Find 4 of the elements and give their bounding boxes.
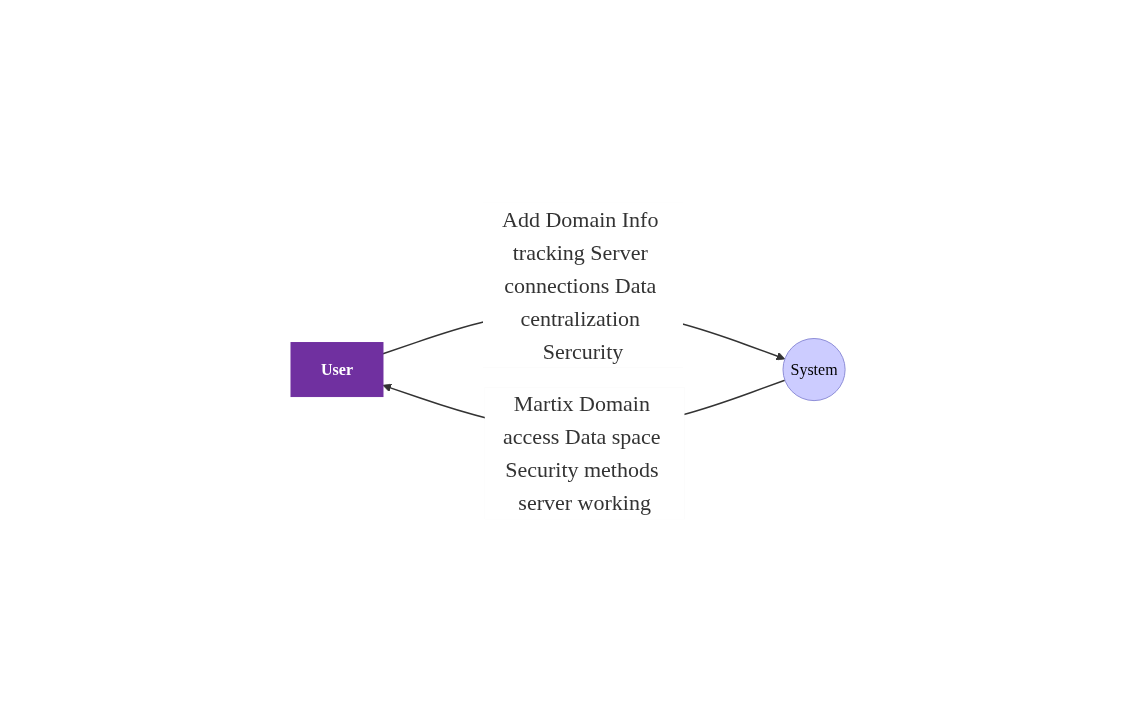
edge-label: Martix Domain access Data space Security methods server working	[503, 390, 662, 515]
node-circle: System	[782, 337, 847, 401]
edge-label: Add Domain Info tracking Server connections Data centralization Sercurity	[502, 206, 659, 364]
node-box: User	[290, 341, 384, 397]
